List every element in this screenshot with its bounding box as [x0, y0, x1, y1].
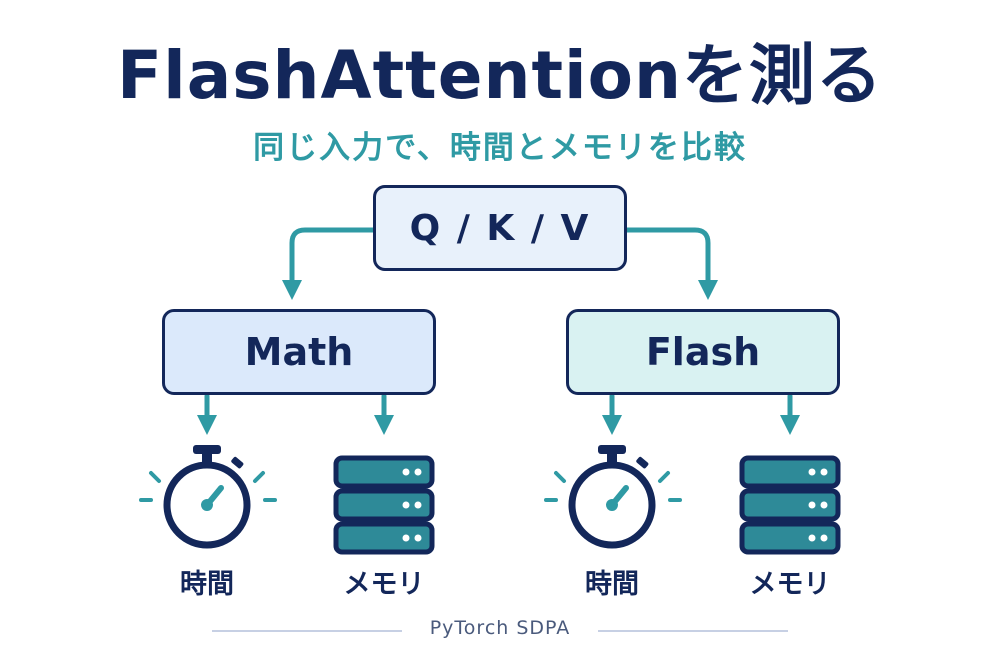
footer-divider-right [598, 630, 788, 632]
arrow-input-to-math [282, 227, 376, 300]
server-stack-icon [333, 455, 435, 555]
stopwatch-icon [544, 445, 682, 549]
stopwatch-icon [139, 445, 277, 549]
arrow-input-to-flash [624, 227, 718, 300]
math-memory-label: メモリ [343, 569, 425, 600]
page-subtitle: 同じ入力で、時間とメモリを比較 [253, 130, 747, 166]
page-title: FlashAttentionを測る [117, 37, 883, 114]
math-box: Math [162, 309, 436, 395]
footer-caption: PyTorch SDPA [429, 617, 571, 639]
flash-memory-label: メモリ [749, 569, 831, 600]
input-box: Q / K / V [373, 185, 627, 271]
server-stack-icon [739, 455, 841, 555]
flash-box: Flash [566, 309, 840, 395]
math-time-label: 時間 [180, 569, 234, 600]
footer-divider-left [212, 630, 402, 632]
flash-time-label: 時間 [585, 569, 639, 600]
